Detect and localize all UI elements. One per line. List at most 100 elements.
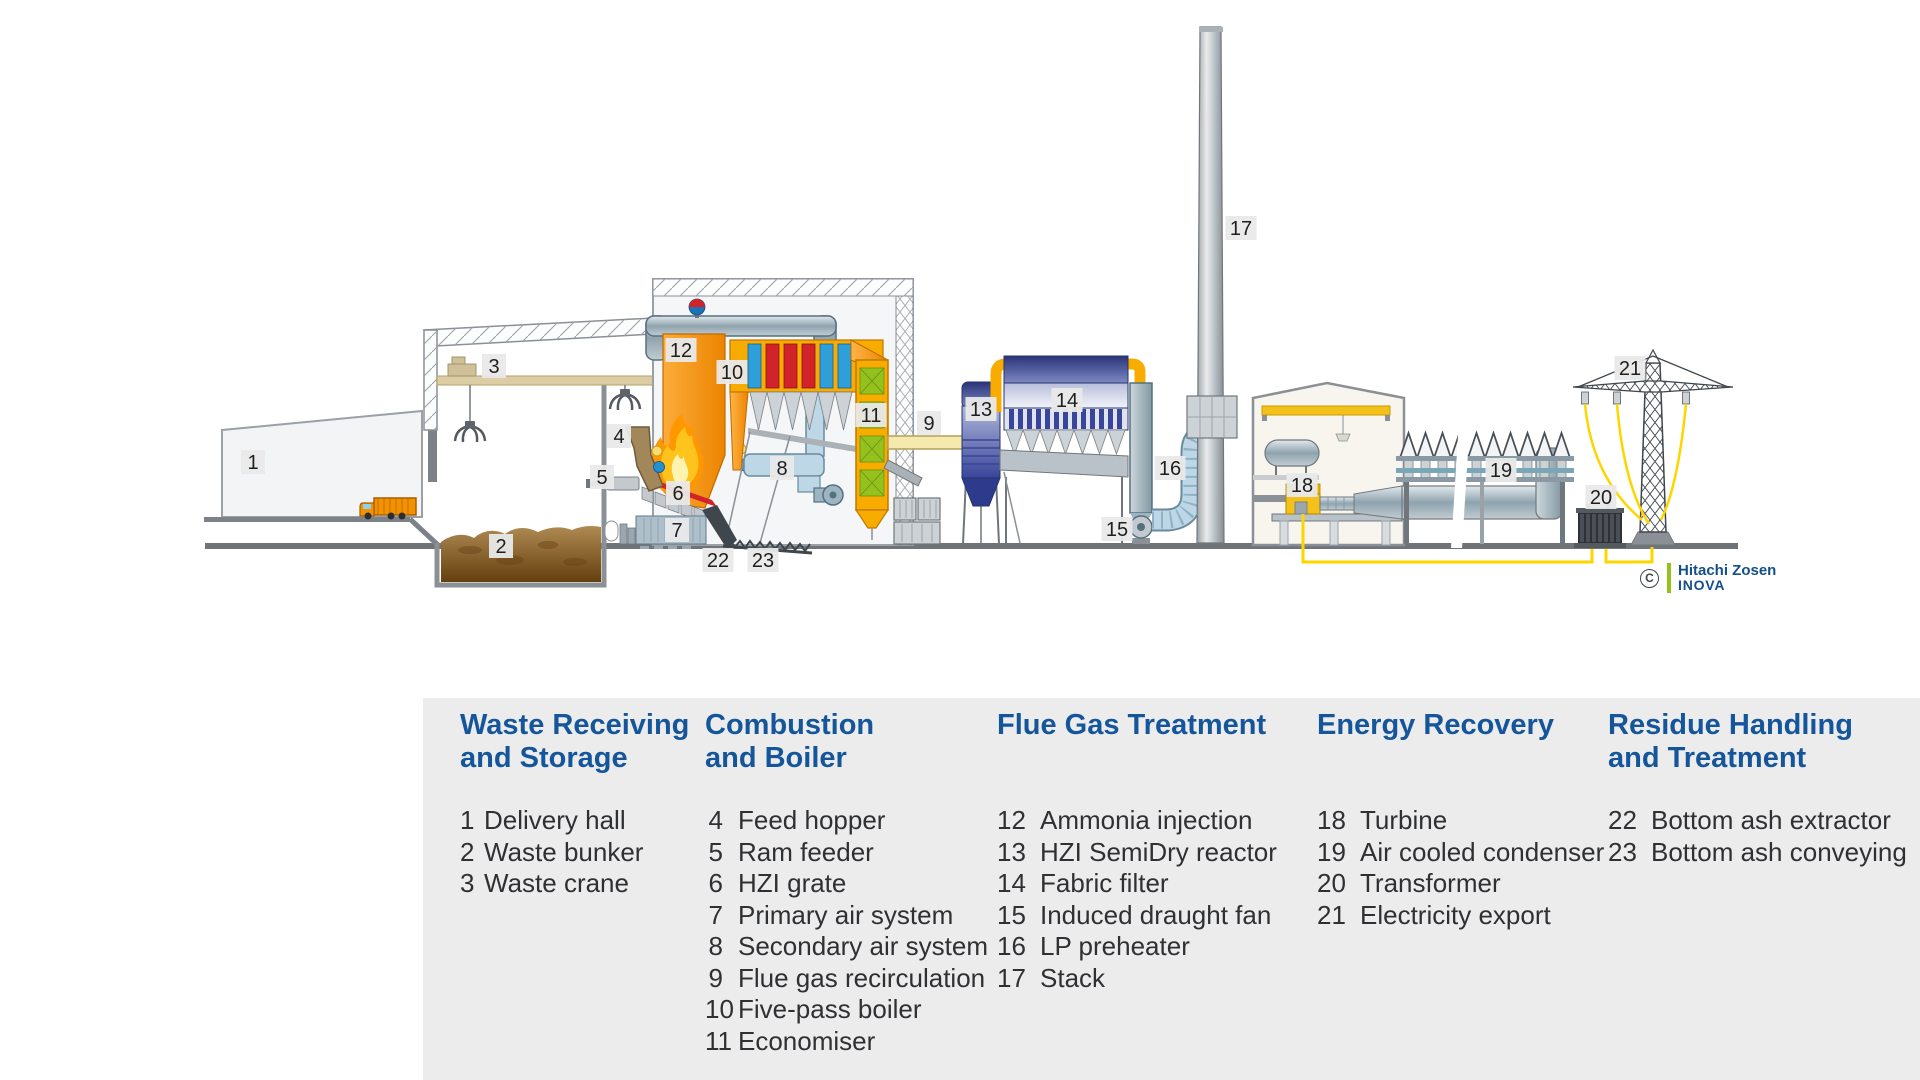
legend-item-number: 14 (997, 868, 1026, 898)
legend-item-label: Five-pass boiler (738, 994, 922, 1024)
logo-line2: INOVA (1678, 577, 1726, 593)
turbine-hall (1251, 381, 1406, 547)
diagram-label-number: 22 (707, 550, 729, 572)
steam-drum-pipe (645, 298, 837, 361)
fabric-filter (999, 355, 1129, 544)
diagram-label-chip (1485, 458, 1517, 482)
grapple-icon (453, 419, 487, 444)
legend-title-line: Flue Gas Treatment (997, 709, 1267, 741)
legend-title-line: Residue Handling (1608, 709, 1853, 741)
legend-item-label: HZI grate (738, 868, 847, 898)
transformer (1574, 504, 1626, 548)
diagram-label-number: 9 (923, 413, 934, 435)
legend-item-label: Flue gas recirculation (738, 962, 986, 993)
legend-item-label: Bottom ash extractor (1651, 805, 1891, 835)
legend-item-number: 5 (708, 836, 723, 867)
diagram-label-chip (747, 548, 779, 572)
diagram-label-number: 20 (1590, 487, 1612, 509)
primary-air-system (619, 515, 707, 549)
grapple-icon (608, 387, 642, 412)
diagram-label-number: 16 (1159, 458, 1181, 480)
diagram-label-chip (1101, 517, 1133, 541)
legend-section-title: Flue Gas Treatment (997, 698, 1266, 742)
economiser (850, 339, 890, 540)
diagram-label-number: 23 (752, 550, 774, 572)
legend-item-number: 1 (460, 805, 475, 835)
legend-item-number: 17 (997, 962, 1026, 993)
logo-green-bar (1667, 563, 1671, 593)
legend-item: 20 Transformer (1317, 868, 1604, 900)
diagram-label-chip (1051, 388, 1083, 412)
diagram-label-number: 19 (1490, 460, 1512, 482)
diagram-label-chip (1614, 356, 1646, 380)
bottom-ash-extractor (702, 505, 737, 549)
legend-item-number: 20 (1317, 868, 1346, 898)
diagram-label-chip (702, 548, 734, 572)
diagram-label-number: 7 (671, 520, 682, 542)
legend-title-line: Energy Recovery (1317, 709, 1554, 741)
legend-item-number: 19 (1317, 836, 1346, 867)
legend-item-number: 23 (1608, 836, 1637, 867)
diagram-label-number: 1 (247, 452, 258, 474)
diagram-label-chip (489, 534, 513, 558)
electricity-pylon (1572, 348, 1734, 546)
diagram-label-number: 17 (1230, 218, 1252, 240)
export-cables (1583, 403, 1688, 525)
legend-item: 2 Waste bunker (460, 837, 643, 869)
legend-item: 23 Bottom ash conveying (1608, 837, 1907, 869)
legend-title-line: and Treatment (1608, 742, 1807, 774)
diagram-label-chip (716, 360, 748, 384)
legend-item-number: 2 (460, 836, 475, 867)
legend-item-number: 9 (708, 962, 723, 993)
bunker-hall-roof (422, 317, 654, 431)
exhaust-steam-duct (1401, 447, 1563, 520)
legend-item: 16 LP preheater (997, 931, 1277, 963)
diagram-label-chip (1286, 473, 1318, 497)
legend-item-label: Economiser (738, 1025, 876, 1056)
residue-containers (883, 459, 941, 545)
diagram-label-chip (590, 465, 614, 489)
legend-item-label: Delivery hall (484, 805, 626, 835)
flue-gas-recirculation-duct (887, 435, 969, 450)
feed-hopper (624, 426, 664, 492)
legend-item-number: 15 (997, 899, 1026, 930)
legend-item-label: Transformer (1360, 868, 1501, 898)
diagram-label-number: 18 (1291, 475, 1313, 497)
legend-item-number: 8 (708, 931, 723, 961)
diagram-label-chip (1154, 456, 1186, 480)
waste-crane (436, 356, 654, 444)
legend-item-label: Feed hopper (738, 805, 886, 835)
legend-title-line: and Storage (460, 742, 628, 774)
diagram-label-number: 10 (721, 362, 743, 384)
secondary-air-duct (743, 453, 844, 506)
legend-item-number: 11 (705, 1025, 732, 1056)
illustration-break-mark (1451, 420, 1470, 548)
legend-item-label: Turbine (1360, 805, 1448, 835)
diagram-label-number: 12 (670, 340, 692, 362)
legend-item-label: Waste crane (484, 868, 629, 898)
legend-item-label: Bottom ash conveying (1651, 836, 1907, 867)
legend-title-line: Combustion (705, 709, 875, 741)
legend-item-number: 3 (460, 868, 475, 898)
legend-item-number: 16 (997, 931, 1026, 961)
legend-item-label: LP preheater (1040, 931, 1190, 961)
legend-item-label: Waste bunker (484, 836, 644, 867)
